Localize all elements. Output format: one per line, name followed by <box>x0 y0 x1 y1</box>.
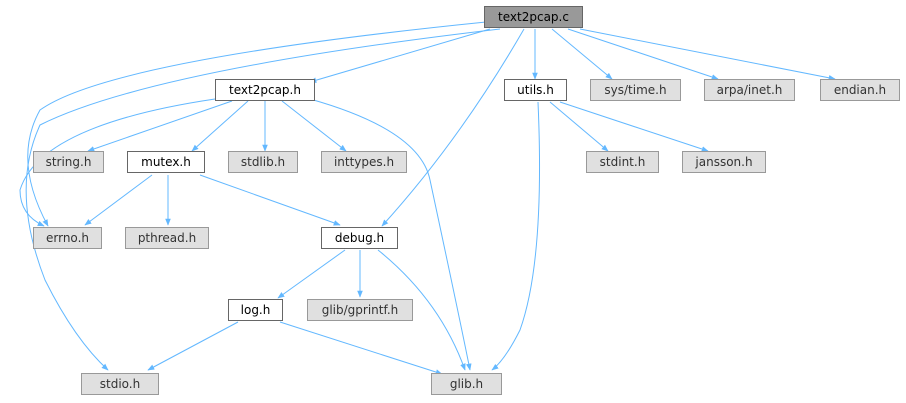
edge-text2pcap-c-to-debug-h <box>381 28 525 227</box>
edge-utils-h-to-glib-h <box>491 101 540 371</box>
node-log-h[interactable]: log.h <box>228 299 283 321</box>
edge-text2pcap-c-to-endian-h <box>579 28 836 81</box>
edge-text2pcap-h-to-string-h <box>87 100 233 152</box>
node-text2pcap-c[interactable]: text2pcap.c <box>484 6 583 28</box>
node-stdio-h[interactable]: stdio.h <box>81 373 159 395</box>
node-glib-h[interactable]: glib.h <box>431 373 502 395</box>
edge-text2pcap-c-to-text2pcap-h <box>309 28 491 83</box>
node-errno-h[interactable]: errno.h <box>33 227 102 249</box>
edge-text2pcap-c-to-errno-h <box>27 21 487 227</box>
edge-text2pcap-h-to-inttypes-h <box>281 100 347 152</box>
node-sys-time-h[interactable]: sys/time.h <box>590 79 681 101</box>
edge-mutex-h-to-errno-h <box>84 174 153 226</box>
edge-debug-h-to-log-h <box>277 249 346 299</box>
node-glib-gprintf-h[interactable]: glib/gprintf.h <box>307 299 413 321</box>
edge-text2pcap-c-to-stdio-h <box>25 28 501 371</box>
edge-text2pcap-h-to-errno-h <box>19 98 216 227</box>
edge-log-h-to-stdio-h <box>147 321 239 371</box>
node-debug-h[interactable]: debug.h <box>321 227 398 249</box>
edge-debug-h-to-glib-h <box>377 249 466 371</box>
edge-text2pcap-h-to-mutex-h <box>191 100 249 152</box>
node-jansson-h[interactable]: jansson.h <box>682 151 766 173</box>
node-arpa-inet-h[interactable]: arpa/inet.h <box>704 79 795 101</box>
node-endian-h[interactable]: endian.h <box>820 79 900 101</box>
edge-text2pcap-c-to-arpa-inet-h <box>567 28 719 80</box>
node-mutex-h[interactable]: mutex.h <box>127 151 205 173</box>
edge-mutex-h-to-debug-h <box>199 174 341 226</box>
node-stdlib-h[interactable]: stdlib.h <box>228 151 298 173</box>
node-stdint-h[interactable]: stdint.h <box>586 151 659 173</box>
edge-log-h-to-glib-h <box>279 321 443 375</box>
edge-text2pcap-c-to-sys-time-h <box>551 28 613 80</box>
node-text2pcap-h[interactable]: text2pcap.h <box>215 79 315 101</box>
edge-utils-h-to-stdint-h <box>549 101 609 152</box>
node-inttypes-h[interactable]: inttypes.h <box>321 151 407 173</box>
node-pthread-h[interactable]: pthread.h <box>125 227 209 249</box>
node-utils-h[interactable]: utils.h <box>504 79 567 101</box>
edge-utils-h-to-jansson-h <box>559 101 709 152</box>
edge-text2pcap-h-to-glib-h <box>309 98 472 371</box>
node-string-h[interactable]: string.h <box>33 151 104 173</box>
